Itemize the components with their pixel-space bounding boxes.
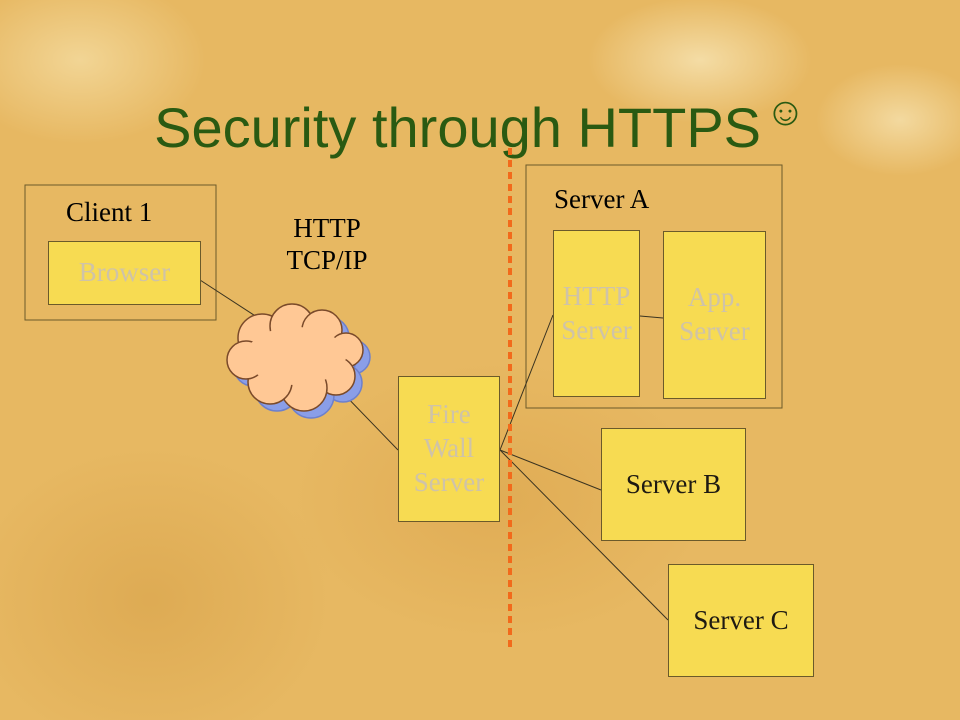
client-1-label: Client 1 [66,197,153,227]
title-text: Security through HTTPS [154,96,762,159]
firewall-to-server-b-link [499,449,602,491]
internet-cloud-icon [226,303,371,419]
protocol-http-label: HTTP [293,213,361,243]
app-server-box[interactable]: App. Server [663,231,766,399]
client-1-container [24,184,217,321]
server-a-container [525,164,783,409]
firewall-server-box[interactable]: Fire Wall Server [398,376,500,522]
server-a-label: Server A [554,184,650,214]
http-server-box[interactable]: HTTP Server [553,230,640,397]
smiley-icon: ☺ [765,90,806,134]
server-c-box[interactable]: Server C [668,564,814,677]
server-b-box[interactable]: Server B [601,428,746,541]
protocol-label: HTTP TCP/IP [272,212,382,277]
http-to-app-server-link [639,315,664,319]
protocol-tcpip-label: TCP/IP [286,245,368,276]
browser-box[interactable]: Browser [48,241,201,305]
slide-title: Security through HTTPS☺ [0,92,960,156]
firewall-to-server-c-link [499,449,669,621]
